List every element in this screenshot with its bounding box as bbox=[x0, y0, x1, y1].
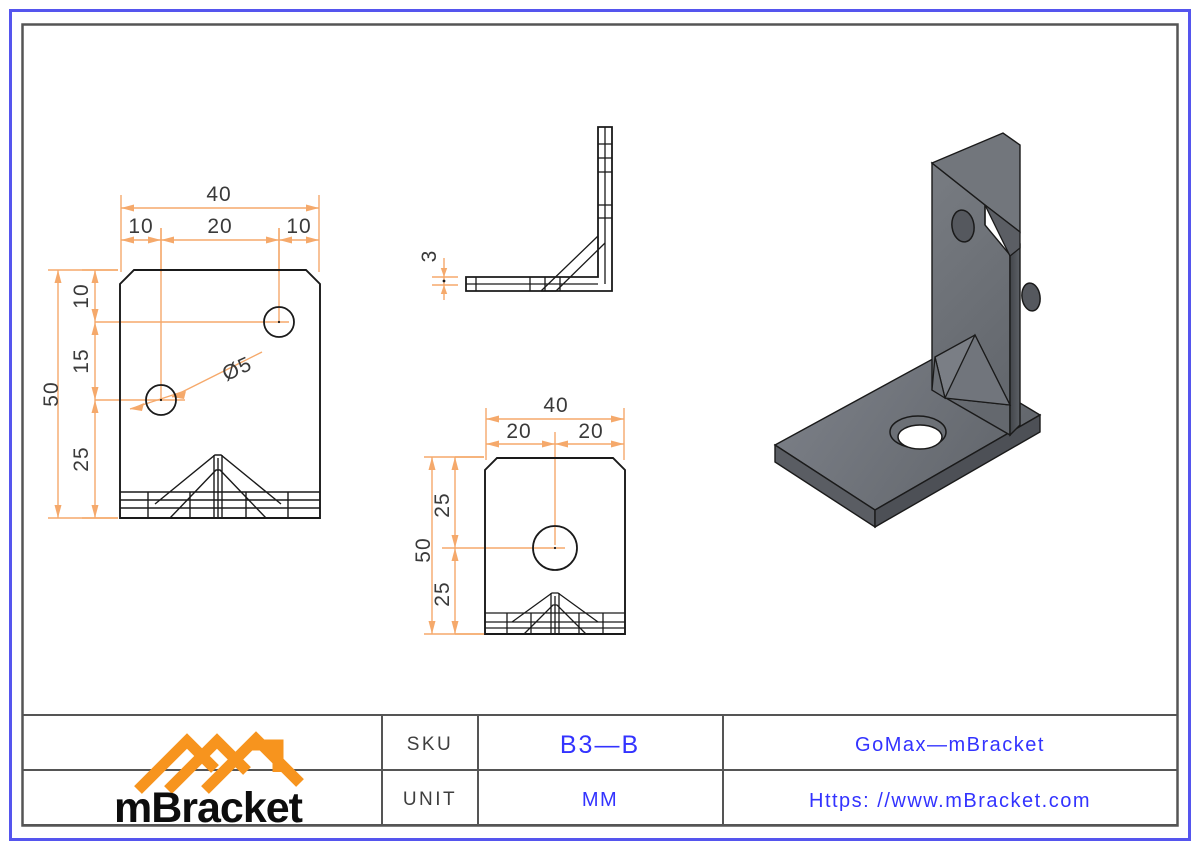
bottom-view: 40 20 20 50 25 25 bbox=[412, 394, 626, 635]
brand-wordmark: mBracket bbox=[114, 784, 303, 832]
iso-lower-hole bbox=[1021, 282, 1041, 312]
bottom-dim-20-right: 20 bbox=[578, 420, 603, 443]
iso-gusset-face-b bbox=[931, 356, 947, 400]
bottom-dim-25-bottom: 25 bbox=[431, 581, 454, 606]
roof-peaks-logo-icon bbox=[134, 731, 304, 794]
title-block-info-website: Https: //www.mBracket.com bbox=[809, 790, 1091, 812]
title-block-label-sku: SKU bbox=[407, 734, 454, 755]
iso-vertical-right-edge bbox=[1009, 243, 1021, 437]
outer-border bbox=[9, 9, 1191, 841]
bottom-view-dimension-arrows bbox=[428, 415, 624, 634]
side-view-internal-lines bbox=[466, 127, 612, 292]
iso-base-hole bbox=[897, 424, 943, 450]
isometric-view bbox=[773, 132, 1042, 529]
bottom-dim-20-left: 20 bbox=[506, 420, 531, 443]
front-dim-height-50: 50 bbox=[40, 381, 63, 406]
side-dim-thickness-3: 3 bbox=[418, 250, 441, 263]
front-view: 40 10 20 10 50 10 15 25 Ø5 bbox=[40, 183, 321, 519]
front-view-outline bbox=[119, 269, 321, 519]
front-dim-20-center: 20 bbox=[207, 215, 232, 238]
bottom-dim-25-top: 25 bbox=[431, 492, 454, 517]
front-dim-10-right: 10 bbox=[286, 215, 311, 238]
iso-gusset-face-c bbox=[944, 333, 1012, 406]
iso-base-front-side bbox=[874, 413, 1041, 529]
front-view-rib-detail bbox=[120, 454, 320, 519]
front-dim-25: 25 bbox=[70, 446, 93, 471]
title-block-info-product: GoMax—mBracket bbox=[855, 734, 1045, 756]
bottom-view-outline bbox=[484, 457, 626, 635]
front-dim-width-40: 40 bbox=[206, 183, 231, 206]
side-view-dim-center-dot bbox=[442, 279, 446, 283]
brand-logo: mBracket bbox=[114, 731, 304, 832]
front-view-holes bbox=[145, 306, 295, 416]
side-view-dimension-arrows bbox=[440, 268, 448, 294]
title-block-label-unit: UNIT bbox=[403, 789, 457, 810]
front-dim-10-left: 10 bbox=[128, 215, 153, 238]
side-view: 3 bbox=[418, 126, 613, 300]
side-view-outline bbox=[465, 126, 613, 292]
iso-upper-hole bbox=[951, 209, 975, 243]
bottom-view-hole bbox=[532, 525, 578, 571]
front-view-hole-centers bbox=[159, 320, 281, 402]
title-block-grid bbox=[23, 714, 1177, 826]
bottom-view-hole-center bbox=[553, 546, 557, 550]
title-block-value-sku: B3—B bbox=[560, 731, 640, 759]
front-view-dimension-arrows bbox=[54, 204, 319, 518]
title-block: mBracket SKU B3—B GoMax—mBracket UNIT MM… bbox=[23, 714, 1177, 832]
bottom-dim-width-40: 40 bbox=[543, 394, 568, 417]
title-block-value-unit: MM bbox=[582, 789, 618, 811]
front-dim-10-top: 10 bbox=[70, 283, 93, 308]
bottom-view-rib-detail bbox=[485, 592, 625, 635]
front-dim-15: 15 bbox=[70, 348, 93, 373]
bottom-dim-height-50: 50 bbox=[412, 537, 435, 562]
iso-corner-chamfer bbox=[984, 204, 1021, 258]
